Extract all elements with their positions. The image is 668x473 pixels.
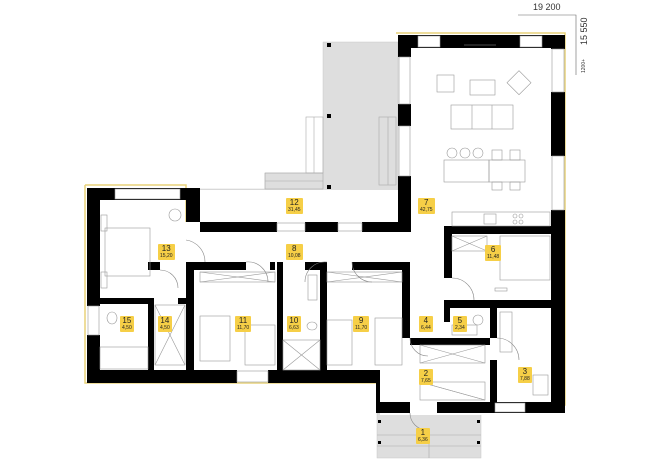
door-swings (159, 239, 520, 431)
terrace-columns (327, 43, 480, 444)
furniture (99, 44, 551, 401)
dimension-lines (518, 14, 577, 75)
windows (87, 35, 565, 413)
depth-dimension: 15 550 (579, 17, 589, 45)
interior-floor (90, 35, 560, 415)
overhang-dimension: 1200+ (581, 58, 587, 73)
width-dimension: 19 200 (533, 2, 561, 12)
